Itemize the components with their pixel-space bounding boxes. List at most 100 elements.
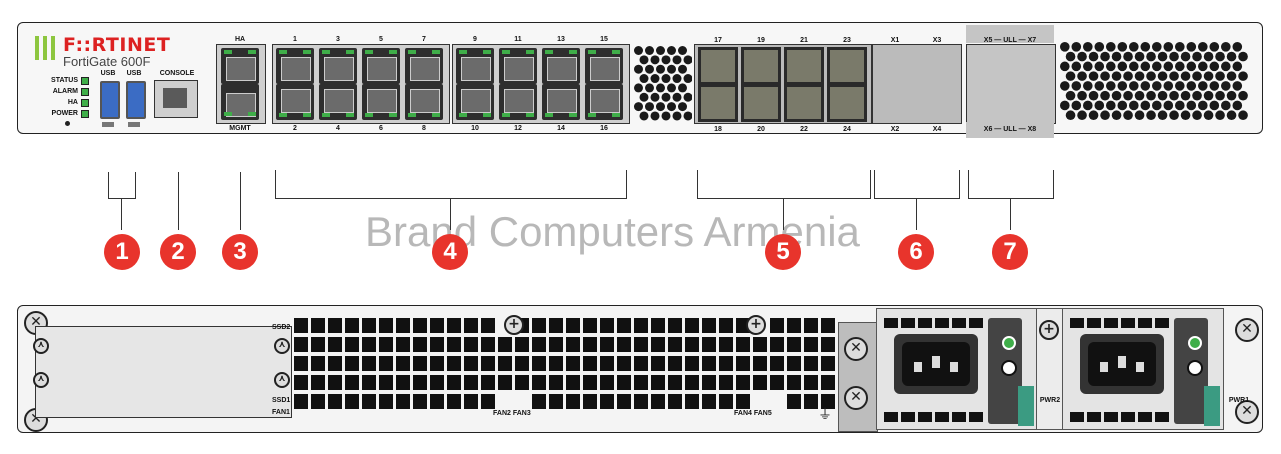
rear-screw-icon: +: [504, 315, 524, 335]
ha-led-label: HA: [67, 99, 78, 106]
callout-badge-4: 4: [432, 234, 468, 270]
port-number-top: 13: [557, 36, 565, 43]
sfp-port-19[interactable]: [741, 47, 781, 85]
rj45-port-10[interactable]: [456, 84, 494, 120]
ha-label: HA: [234, 36, 246, 43]
rj45-port-2[interactable]: [276, 84, 314, 120]
callout-badge-3: 3: [222, 234, 258, 270]
usb-port-2[interactable]: [126, 81, 146, 119]
callout-bracket-1: [108, 172, 136, 199]
sfp-number-bottom: 24: [843, 126, 851, 133]
sfp-port-24[interactable]: [827, 84, 867, 122]
rj45-port-1[interactable]: [276, 48, 314, 84]
rj45-port-12[interactable]: [499, 84, 537, 120]
usb-port-1[interactable]: [100, 81, 120, 119]
rj45-port-4[interactable]: [319, 84, 357, 120]
ground-screw-icon: ✕: [844, 337, 868, 361]
x-port-label-bottom: X4: [932, 126, 942, 133]
port-number-bottom: 6: [379, 125, 383, 132]
rj45-port-9[interactable]: [456, 48, 494, 84]
psu2-connector: [1018, 386, 1034, 426]
port-number-top: 5: [379, 36, 383, 43]
x-port-label-top: X3: [932, 37, 942, 44]
rj45-port-3[interactable]: [319, 48, 357, 84]
alarm-led-label: ALARM: [52, 88, 78, 95]
rj45-port-14[interactable]: [542, 84, 580, 120]
rj45-port-5[interactable]: [362, 48, 400, 84]
psu2-power-inlet[interactable]: [894, 334, 978, 394]
port-number-bottom: 2: [293, 125, 297, 132]
brand-bars-icon: [35, 36, 57, 60]
psu1-latch[interactable]: [1187, 360, 1203, 376]
callout-bracket-4: [275, 170, 627, 199]
port-number-top: 9: [473, 36, 477, 43]
ground-screw-icon: ✕: [844, 386, 868, 410]
sfp-number-bottom: 18: [714, 126, 722, 133]
psu2-latch[interactable]: [1001, 360, 1017, 376]
pwr1-label: PWR1: [1228, 397, 1250, 404]
port-number-top: 3: [336, 36, 340, 43]
sfp-number-bottom: 20: [757, 126, 765, 133]
callout-badge-6: 6: [898, 234, 934, 270]
rear-screw-icon: +: [746, 315, 766, 335]
sfp-port-22[interactable]: [784, 84, 824, 122]
usb-label-1: USB: [100, 70, 116, 77]
sfp-port-18[interactable]: [698, 84, 738, 122]
plate-screw-icon: ⋏: [33, 372, 49, 388]
psu-divider-screw-icon: +: [1039, 320, 1059, 340]
fan2-fan3-label: FAN2 FAN3: [493, 410, 531, 417]
fan4-fan5-label: FAN4 FAN5: [734, 410, 772, 417]
rj45-port-11[interactable]: [499, 48, 537, 84]
sfp-port-23[interactable]: [827, 47, 867, 85]
power-led-label: POWER: [51, 110, 78, 117]
psu1-power-inlet[interactable]: [1080, 334, 1164, 394]
status-led: [81, 77, 89, 85]
rj45-port-16[interactable]: [585, 84, 623, 120]
port-number-bottom: 8: [422, 125, 426, 132]
front-vent-left: [634, 46, 692, 121]
ha-led: [81, 99, 89, 107]
sfp-group-x5-x8: [966, 44, 1056, 124]
callout-bracket-5: [697, 170, 871, 199]
console-port[interactable]: [154, 80, 198, 118]
rj45-port-7[interactable]: [405, 48, 443, 84]
callout-badge-7: 7: [992, 234, 1028, 270]
reset-button[interactable]: [65, 121, 70, 126]
ground-symbol-icon: ⏚: [818, 407, 832, 423]
plate-screw-icon: ⋏: [274, 338, 290, 354]
x-port-label-bottom: X2: [890, 126, 900, 133]
callout-bracket-7: [968, 170, 1054, 199]
brand-logo: F::RTINET FortiGate 600F: [35, 34, 200, 69]
rj45-port-13[interactable]: [542, 48, 580, 84]
port-number-bottom: 12: [514, 125, 522, 132]
port-number-top: 15: [600, 36, 608, 43]
rj45-port-6[interactable]: [362, 84, 400, 120]
sfp-number-top: 17: [714, 37, 722, 44]
model-name: FortiGate 600F: [63, 54, 151, 69]
status-led-label: STATUS: [51, 77, 78, 84]
mgmt-port[interactable]: [221, 84, 259, 120]
psu1-vent: [1070, 318, 1169, 422]
psu2-vent: [884, 318, 983, 422]
expansion-blank-plate: [35, 326, 292, 418]
psu2-led: [1002, 336, 1016, 350]
mgmt-label: MGMT: [229, 125, 251, 132]
sfp-port-21[interactable]: [784, 47, 824, 85]
sfp-port-20[interactable]: [741, 84, 781, 122]
port-number-top: 7: [422, 36, 426, 43]
ha-port[interactable]: [221, 48, 259, 84]
port-number-bottom: 4: [336, 125, 340, 132]
port-number-bottom: 16: [600, 125, 608, 132]
sfp-port-17[interactable]: [698, 47, 738, 85]
rj45-port-15[interactable]: [585, 48, 623, 84]
rj45-port-8[interactable]: [405, 84, 443, 120]
callout-badge-1: 1: [104, 234, 140, 270]
sfp-number-bottom: 22: [800, 126, 808, 133]
console-label: CONSOLE: [159, 70, 195, 77]
psu1-led: [1188, 336, 1202, 350]
ull-bottom-label: X6 — ULL — X8: [983, 126, 1037, 133]
power-led: [81, 110, 89, 118]
callout-badge-2: 2: [160, 234, 196, 270]
sfp-number-top: 19: [757, 37, 765, 44]
port-number-bottom: 14: [557, 125, 565, 132]
